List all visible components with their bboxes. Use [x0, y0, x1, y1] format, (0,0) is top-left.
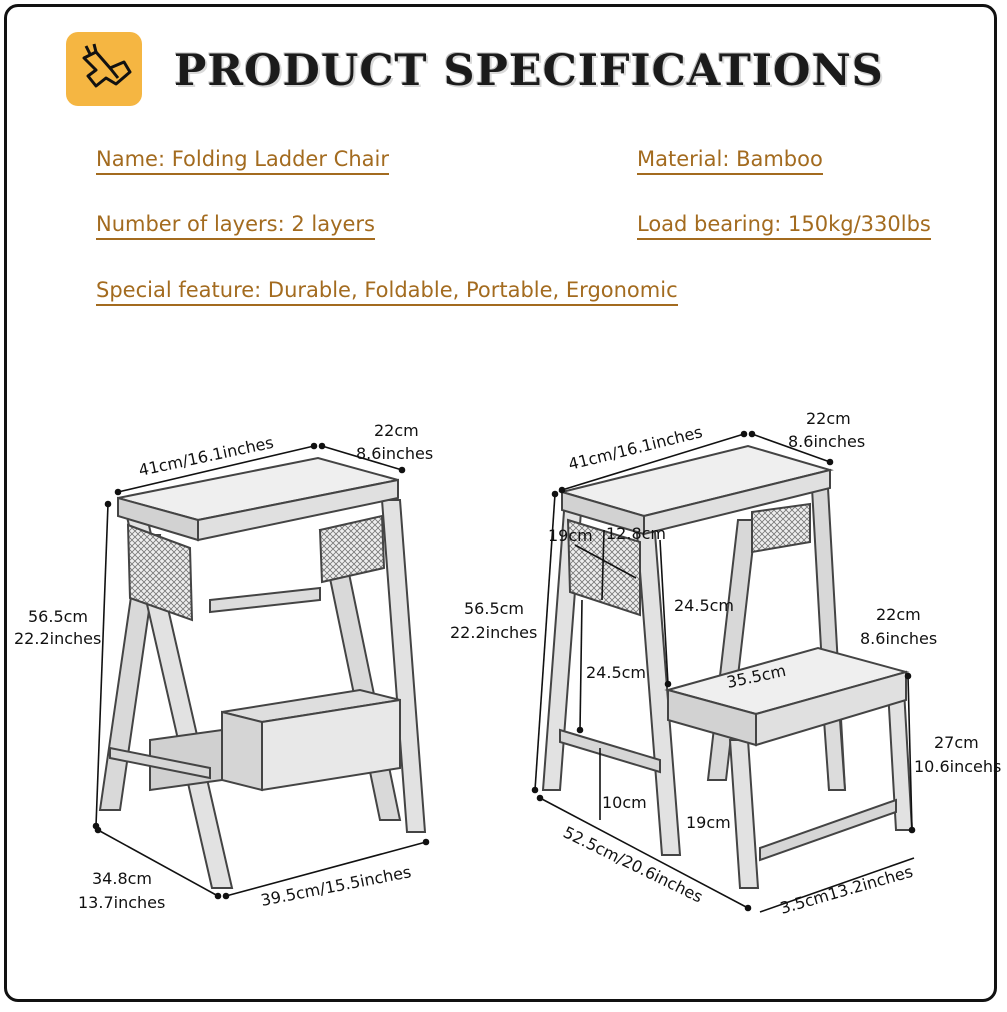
left-depth-in-label: 8.6inches	[356, 444, 433, 463]
spec-material: Material: Bamboo	[637, 146, 823, 175]
right-step-h-in-label: 10.6incehs	[914, 757, 1001, 776]
right-height-in-label: 22.2inches	[450, 623, 537, 642]
left-dimension-lines	[92, 442, 430, 900]
right-panel-w-label: 12.8cm	[606, 524, 666, 543]
spec-layers: Number of layers: 2 layers	[96, 211, 375, 240]
page-title: PRODUCT SPECIFICATIONS	[174, 46, 884, 96]
right-panel-h-label: 19cm	[548, 526, 593, 545]
right-foot-label: 10cm	[602, 793, 647, 812]
left-height-cm-label: 56.5cm	[28, 607, 88, 626]
right-stool-drawing	[541, 444, 914, 889]
left-base-cm-label: 34.8cm	[92, 869, 152, 888]
right-base-label: 52.5cm/20.6inches	[560, 823, 706, 907]
left-bottom-label: 39.5cm/15.5inches	[259, 862, 413, 910]
right-upper-gap-label: 24.5cm	[674, 596, 734, 615]
page-frame	[4, 4, 997, 1002]
right-lower-gap-label: 24.5cm	[586, 663, 646, 682]
right-step-base-label: 3.5cm13.2inches	[778, 862, 915, 918]
logo	[66, 32, 142, 106]
right-step-h-cm-label: 27cm	[934, 733, 979, 752]
left-base-in-label: 13.7inches	[78, 893, 165, 912]
right-step-depth-in-label: 8.6inches	[860, 629, 937, 648]
right-step-depth-cm-label: 22cm	[876, 605, 921, 624]
left-stool-drawing	[98, 456, 427, 889]
left-depth-cm-label: 22cm	[374, 421, 419, 440]
spec-feature: Special feature: Durable, Foldable, Port…	[96, 277, 678, 306]
spec-name: Name: Folding Ladder Chair	[96, 146, 389, 175]
spec-load: Load bearing: 150kg/330lbs	[637, 211, 931, 240]
right-depth-cm-label: 22cm	[806, 409, 851, 428]
right-height-cm-label: 56.5cm	[464, 599, 524, 618]
left-height-in-label: 22.2inches	[14, 629, 101, 648]
tool-icon	[82, 43, 132, 88]
right-dimension-lines	[531, 430, 916, 913]
right-depth-in-label: 8.6inches	[788, 432, 865, 451]
right-leg-label: 19cm	[686, 813, 731, 832]
